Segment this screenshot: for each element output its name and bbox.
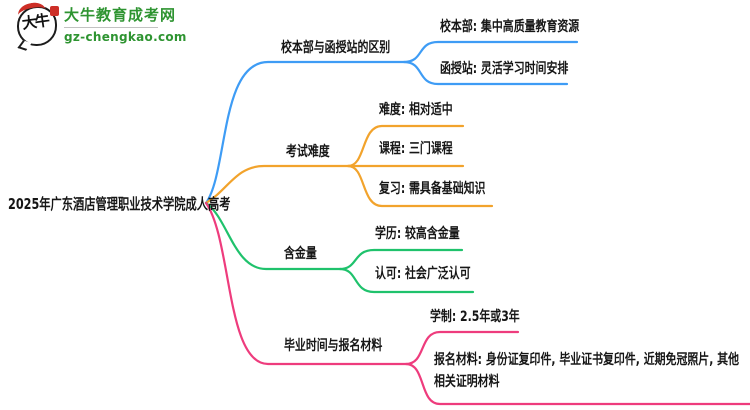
- child-node-label: 难度: 相对适中: [379, 102, 453, 118]
- child-node-label: 报名材料: 身份证复印件, 毕业证书复印件, 近期免冠照片, 其他相关证明材料: [434, 352, 740, 390]
- child-underline: [404, 362, 750, 406]
- branch-label-value: 含金量: [284, 246, 317, 262]
- branch-lines-campus-vs-station: [204, 40, 579, 205]
- child-node-label: 函授站: 灵活学习时间安排: [440, 61, 569, 77]
- child-underline: [346, 124, 465, 168]
- child-node-label: 认可: 社会广泛认可: [375, 266, 471, 282]
- branch-curve: [204, 201, 408, 366]
- branch-label-graduation-materials: 毕业时间与报名材料: [284, 338, 383, 354]
- branch-label-campus-vs-station: 校本部与函授站的区别: [281, 40, 391, 56]
- branch-lines-exam-difficulty: [204, 124, 494, 208]
- brand-domain: gz-chengkao.com: [64, 29, 187, 44]
- branch-label-exam-difficulty: 考试难度: [286, 144, 330, 160]
- child-underline: [404, 330, 520, 366]
- child-node-label: 复习: 需具备基础知识: [379, 181, 486, 197]
- child-underline: [338, 267, 475, 294]
- logo-mark: 大牛: [16, 0, 59, 51]
- logo-divider: [64, 26, 158, 28]
- child-node-label: 学制: 2.5年或3年: [430, 309, 520, 325]
- logo-text-block: 大牛教育成考网 gz-chengkao.com: [64, 6, 187, 44]
- child-node-label: 学历: 较高含金量: [375, 226, 460, 242]
- branch-lines-value: [204, 201, 475, 294]
- child-node-label: 校本部: 集中高质量教育资源: [440, 19, 580, 35]
- brand-name: 大牛教育成考网: [64, 6, 177, 24]
- branch-lines-graduation-materials: [204, 201, 750, 406]
- branch-curve: [204, 164, 350, 205]
- child-underline: [402, 40, 579, 64]
- logo-red-seal-icon: [50, 6, 59, 16]
- logo-mark-text: 大牛: [20, 11, 50, 33]
- branch-curve: [204, 201, 342, 271]
- central-topic: 2025年广东酒店管理职业技术学院成人高考: [8, 195, 231, 213]
- child-underline: [346, 164, 494, 208]
- branch-curve: [204, 60, 406, 205]
- child-underline: [402, 60, 569, 86]
- site-logo: 大牛 大牛教育成考网 gz-chengkao.com: [16, 0, 187, 51]
- child-node-label: 课程: 三门课程: [379, 141, 453, 157]
- child-underline: [338, 248, 464, 271]
